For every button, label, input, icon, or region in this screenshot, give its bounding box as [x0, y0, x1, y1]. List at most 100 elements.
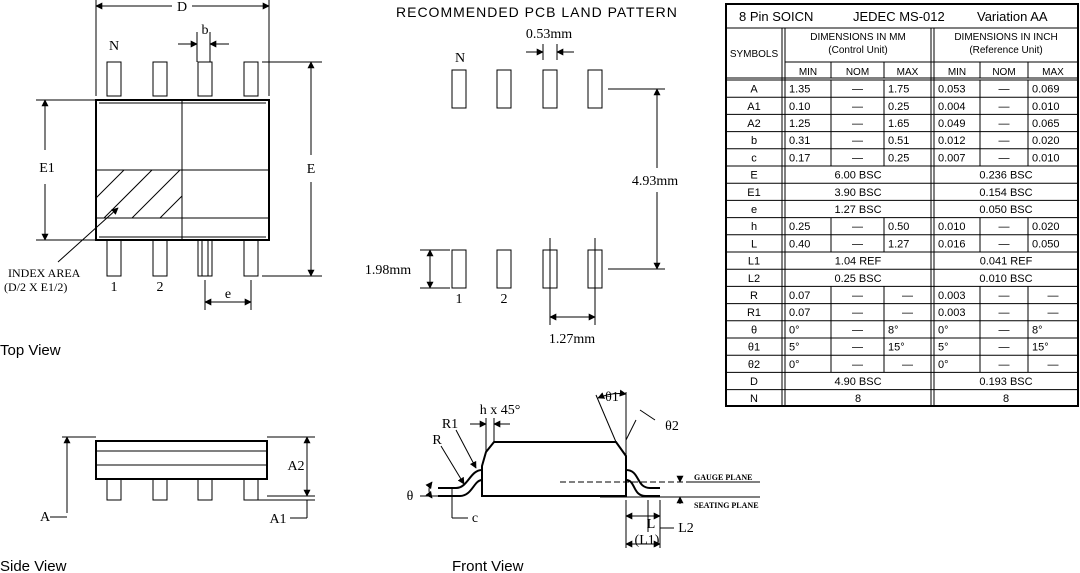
- pcb-title: RECOMMENDED PCB LAND PATTERN: [396, 4, 678, 20]
- table-cell: 1.25: [789, 118, 810, 130]
- table-cell: 0°: [938, 359, 949, 371]
- table-cell: —: [999, 152, 1010, 164]
- dim-E1-label: E1: [39, 161, 55, 176]
- theta-label: θ: [407, 489, 414, 504]
- table-cell: 0.003: [938, 290, 966, 302]
- table-cell: —: [999, 238, 1010, 250]
- top-pin: [243, 61, 259, 97]
- land-pad: [542, 69, 558, 109]
- side-body: [95, 440, 268, 480]
- table-cell-span: 0.154 BSC: [979, 187, 1032, 199]
- table-cell: 15°: [888, 342, 905, 354]
- dimension-table: 8 Pin SOICN JEDEC MS-012 Variation AA SY…: [725, 3, 1079, 407]
- pad-length-label: 1.98mm: [365, 263, 411, 278]
- table-cell-span: 0.236 BSC: [979, 170, 1032, 182]
- table-row-symbol: e: [751, 204, 757, 216]
- table-cell: 0.004: [938, 101, 966, 113]
- table-cell: 0.51: [888, 135, 909, 147]
- dim-A-label: A: [40, 510, 51, 525]
- table-title-standard: JEDEC MS-012: [853, 9, 945, 24]
- table-cell-span: 0.010 BSC: [979, 273, 1032, 285]
- table-cell: —: [852, 359, 863, 371]
- table-cell: 5°: [938, 342, 949, 354]
- mm-header: DIMENSIONS IN MM: [810, 32, 906, 43]
- table-cell: —: [999, 359, 1010, 371]
- top-view-caption: Top View: [0, 342, 61, 359]
- table-cell-span: 6.00 BSC: [834, 170, 881, 182]
- symbols-header: SYMBOLS: [730, 49, 779, 60]
- table-cell: 0.049: [938, 118, 966, 130]
- table-row-symbol: θ: [751, 324, 757, 336]
- table-title-variation: Variation AA: [977, 9, 1048, 24]
- pcb-land-pattern: RECOMMENDED PCB LAND PATTERN 0.53mm N 4.…: [365, 4, 678, 347]
- dim-A1-label: A1: [269, 512, 286, 527]
- right-lead-inner: [625, 479, 660, 497]
- table-cell: —: [852, 135, 863, 147]
- inch-header: DIMENSIONS IN INCH: [954, 32, 1057, 43]
- front-body: [481, 441, 627, 497]
- c-label: c: [472, 511, 478, 526]
- table-cell: —: [902, 359, 913, 371]
- table-cell: 0°: [789, 324, 800, 336]
- sub-header-cell: MIN: [948, 67, 966, 78]
- table-cell: 0.010: [1032, 101, 1060, 113]
- table-row-symbol: L1: [748, 256, 760, 268]
- table-row-symbol: L2: [748, 273, 760, 285]
- side-pin: [106, 478, 122, 501]
- table-cell: —: [999, 101, 1010, 113]
- row-spacing-label: 4.93mm: [632, 174, 678, 189]
- table-cell: 0.012: [938, 135, 966, 147]
- L2-label: L2: [678, 521, 694, 536]
- table-cell: 0.25: [789, 221, 810, 233]
- table-cell-span: 1.27 BSC: [834, 204, 881, 216]
- top-pin: [106, 61, 122, 97]
- theta1-label: θ1: [605, 390, 619, 405]
- bottom-pin: [197, 239, 213, 277]
- left-lead-inner: [438, 479, 483, 497]
- table-cell: 0.17: [789, 152, 810, 164]
- pad-width-label: 0.53mm: [526, 27, 572, 42]
- dim-E-label: E: [307, 162, 316, 177]
- table-cell: 0.007: [938, 152, 966, 164]
- pcb-pin-1-label: 1: [456, 292, 463, 307]
- bottom-pin: [152, 239, 168, 277]
- table-cell: 0.053: [938, 84, 966, 96]
- table-cell: 0.010: [1032, 152, 1060, 164]
- table-cell: —: [852, 238, 863, 250]
- theta2-label: θ2: [665, 419, 679, 434]
- pin-N-label: N: [109, 39, 119, 54]
- side-view-caption: Side View: [0, 558, 67, 573]
- table-cell: 0.25: [888, 101, 909, 113]
- table-cell: 5°: [789, 342, 800, 354]
- h-45-label: h x 45°: [480, 403, 521, 418]
- table-cell-span: 4.90 BSC: [834, 376, 881, 388]
- table-cell-span: 0.193 BSC: [979, 376, 1032, 388]
- pin-1-label: 1: [111, 280, 118, 295]
- table-cell: 0.020: [1032, 221, 1060, 233]
- land-pad: [496, 69, 512, 109]
- table-cell: —: [852, 84, 863, 96]
- table-row-symbol: N: [750, 393, 758, 405]
- pin-2-label: 2: [157, 280, 164, 295]
- table-cell: —: [852, 221, 863, 233]
- table-cell: —: [852, 324, 863, 336]
- table-cell: 0.016: [938, 238, 966, 250]
- table-cell: 0.07: [789, 307, 810, 319]
- table-cell: —: [999, 84, 1010, 96]
- R1-label: R1: [442, 417, 458, 432]
- table-cell: —: [1048, 307, 1059, 319]
- table-cell: —: [999, 290, 1010, 302]
- sub-header-cell: NOM: [992, 67, 1015, 78]
- table-cell: 8°: [888, 324, 899, 336]
- table-cell: 0.07: [789, 290, 810, 302]
- bottom-pin: [106, 239, 122, 277]
- table-row-symbol: E: [750, 170, 757, 182]
- table-cell: —: [852, 101, 863, 113]
- table-cell: 0.010: [938, 221, 966, 233]
- index-area-size-label: (D/2 X E1/2): [4, 280, 67, 294]
- sub-header-cell: MAX: [1042, 67, 1064, 78]
- table-cell: 0°: [789, 359, 800, 371]
- top-pin: [197, 61, 213, 97]
- table-row-symbol: D: [750, 376, 758, 388]
